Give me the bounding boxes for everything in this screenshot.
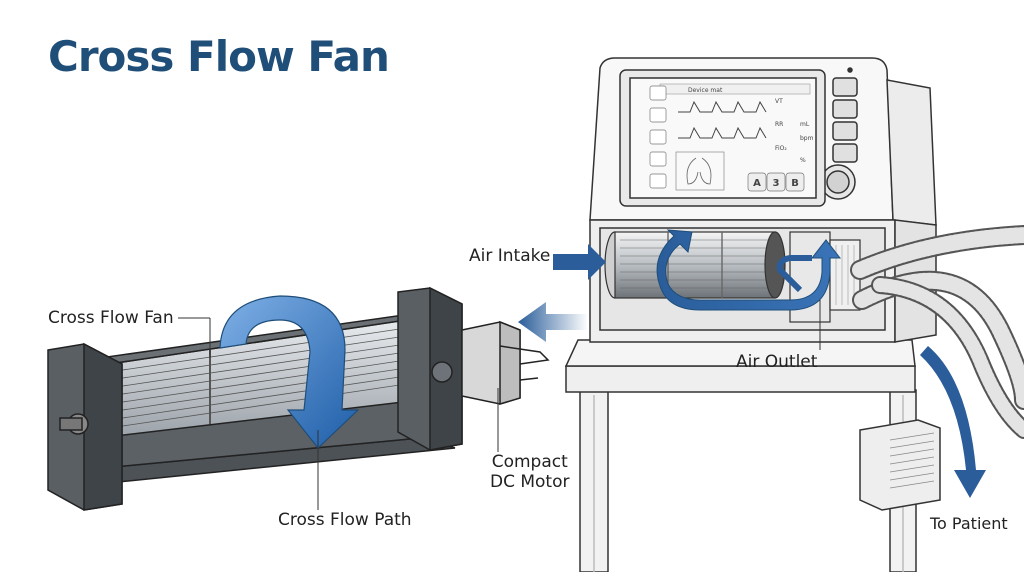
internal-flow-arrow (656, 229, 842, 311)
label-air-outlet: Air Outlet (736, 352, 818, 372)
param-unit-vt: mL (800, 121, 810, 128)
param-unit-fio2: % (800, 157, 806, 164)
mode-button-a[interactable] (747, 172, 767, 192)
screen-icon-alarm[interactable] (649, 151, 667, 167)
air-intake-arrow (553, 244, 606, 280)
label-to-patient: To Patient (930, 514, 1008, 533)
panel-button-2[interactable] (832, 99, 858, 119)
param-label-vt: VT (775, 98, 783, 105)
breathing-hoses (850, 225, 1024, 439)
to-patient-arrow (920, 346, 986, 498)
screen-icon-settings[interactable] (649, 173, 667, 189)
label-compact-dc-motor: Compact DC Motor (490, 452, 570, 492)
screen-header: Device mat (688, 87, 723, 94)
label-compact-dc-motor-line1: Compact (491, 452, 568, 472)
panel-button-3[interactable] (832, 121, 858, 141)
label-cross-flow-path: Cross Flow Path (278, 510, 412, 530)
screen-icon-lungs[interactable] (649, 129, 667, 145)
exhaust-arrow (518, 302, 588, 342)
mode-button-b[interactable] (785, 172, 805, 192)
mode-button-3[interactable] (766, 172, 786, 192)
mode-label-3: 3 (773, 178, 780, 189)
side-vent (859, 419, 941, 511)
leader-lines (178, 300, 821, 510)
param-unit-rr: bpm (800, 135, 814, 142)
page-title: Cross Flow Fan (48, 32, 390, 81)
panel-button-4[interactable] (832, 143, 858, 163)
param-label-rr: RR (775, 121, 783, 128)
rotation-arrow (219, 295, 360, 449)
screen-icon-graph[interactable] (649, 107, 667, 123)
label-compact-dc-motor-line2: DC Motor (490, 472, 570, 492)
mode-label-b: B (791, 178, 799, 189)
screen-icon-home[interactable] (649, 85, 667, 101)
label-air-intake: Air Intake (469, 246, 551, 266)
panel-button-1[interactable] (832, 77, 858, 97)
label-cross-flow-fan: Cross Flow Fan (48, 308, 174, 328)
param-label-fio2: FiO₂ (775, 145, 787, 152)
waveforms (675, 100, 767, 191)
screen-content: Device mat VT mL RR bpm FiO₂ % (649, 83, 814, 192)
ventilator (564, 57, 941, 572)
mode-label-a: A (753, 178, 761, 189)
